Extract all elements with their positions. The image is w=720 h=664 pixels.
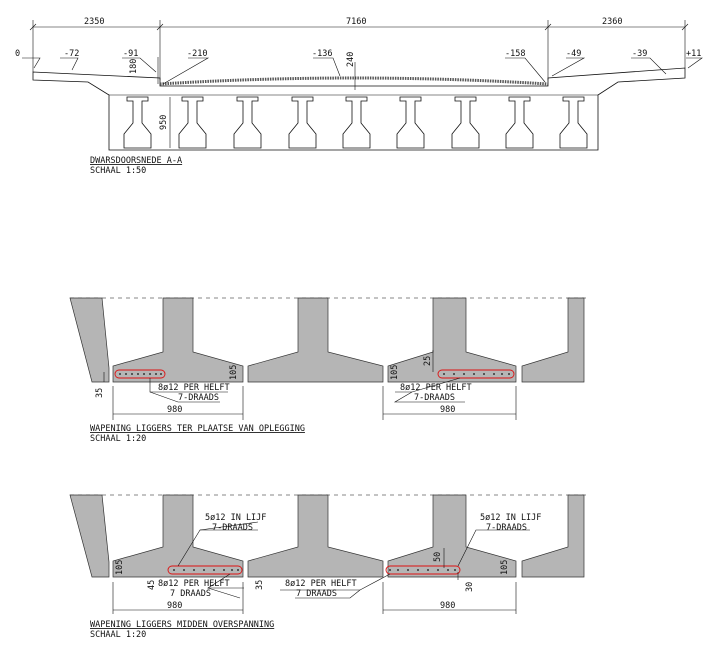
dim-middle-width: 7160	[346, 17, 366, 27]
label-mid-flange-left-2: 7 DRAADS	[170, 589, 211, 599]
level-72: -72	[64, 49, 79, 59]
dim-mid-45: 45	[147, 580, 157, 590]
level-136: -136	[312, 49, 332, 59]
reinforcement-mid-left	[167, 565, 243, 575]
dim-mid-width-left: 980	[167, 601, 182, 611]
level-11: +11	[686, 49, 701, 59]
dim-mid-105-left: 105	[115, 560, 125, 575]
label-mid-web-right-1: 5ø12 IN LIJF	[480, 513, 541, 523]
label-support-left-1: 8ø12 PER HELFT	[158, 383, 230, 393]
reinforcement-outline-right	[437, 369, 515, 379]
dim-support-width-right: 980	[440, 405, 455, 415]
reinforcement-outline-left	[114, 369, 166, 379]
label-mid-flange-mid-1: 8ø12 PER HELFT	[285, 579, 357, 589]
label-mid-web-right-2: 7-DRAADS	[486, 523, 527, 533]
caption-midspan: WAPENING LIGGERS MIDDEN OVERSPANNING	[90, 620, 274, 630]
scale-midspan: SCHAAL 1:20	[90, 630, 146, 640]
dim-right-width: 2360	[602, 17, 622, 27]
dim-support-105-right: 105	[390, 365, 400, 380]
level-marks: 0 -72 -91 -210 -136 -158 -49 -39 +11	[15, 49, 703, 85]
caption-section-a: DWARSDOORSNEDE A-A	[90, 156, 182, 166]
scale-support: SCHAAL 1:20	[90, 434, 146, 444]
label-mid-web-left-2: 7-DRAADS	[212, 523, 253, 533]
strand-dots-left	[119, 373, 162, 375]
dim-support-25: 25	[423, 356, 433, 366]
dim-support-width-left: 980	[167, 405, 182, 415]
level-91: -91	[123, 49, 138, 59]
level-0: 0	[15, 49, 20, 59]
level-39: -39	[632, 49, 647, 59]
label-mid-flange-mid-2: 7 DRAADS	[296, 589, 337, 599]
strand-dots-right	[443, 373, 510, 375]
dim-girder-depth: 950	[159, 115, 169, 130]
dim-slab-depth: 180	[129, 59, 139, 74]
dim-support-35: 35	[95, 388, 105, 398]
label-support-right-1: 8ø12 PER HELFT	[400, 383, 472, 393]
dim-left-width: 2350	[84, 17, 104, 27]
girders	[123, 96, 588, 149]
level-210: -210	[187, 49, 207, 59]
strand-dots-mid-left	[173, 569, 239, 571]
dim-mid-50: 50	[433, 552, 443, 562]
label-mid-flange-left-1: 8ø12 PER HELFT	[158, 579, 230, 589]
label-support-right-2: 7-DRAADS	[414, 393, 455, 403]
dim-mid-width-right: 980	[440, 601, 455, 611]
scale-section-a: SCHAAL 1:50	[90, 166, 146, 176]
cross-section-a-a: 2350 7160 2360 180 950 240 0	[15, 17, 703, 176]
dim-mid-105-right: 105	[500, 560, 510, 575]
dim-mid-35: 35	[255, 580, 265, 590]
dim-mid-30: 30	[465, 582, 475, 592]
strand-dots-mid-right	[389, 569, 456, 571]
label-support-left-2: 7-DRAADS	[178, 393, 219, 403]
dim-support-105-left: 105	[229, 365, 239, 380]
detail-support: 8ø12 PER HELFT 7-DRAADS 8ø12 PER HELFT 7…	[69, 297, 590, 444]
detail-midspan: 5ø12 IN LIJF 7-DRAADS 5ø12 IN LIJF 7-DRA…	[69, 494, 590, 640]
level-49: -49	[566, 49, 581, 59]
caption-support: WAPENING LIGGERS TER PLAATSE VAN OPLEGGI…	[90, 424, 305, 434]
level-158: -158	[505, 49, 525, 59]
reinforcement-mid-right	[385, 565, 461, 575]
dim-crown: 240	[346, 52, 356, 67]
label-mid-web-left-1: 5ø12 IN LIJF	[205, 513, 266, 523]
